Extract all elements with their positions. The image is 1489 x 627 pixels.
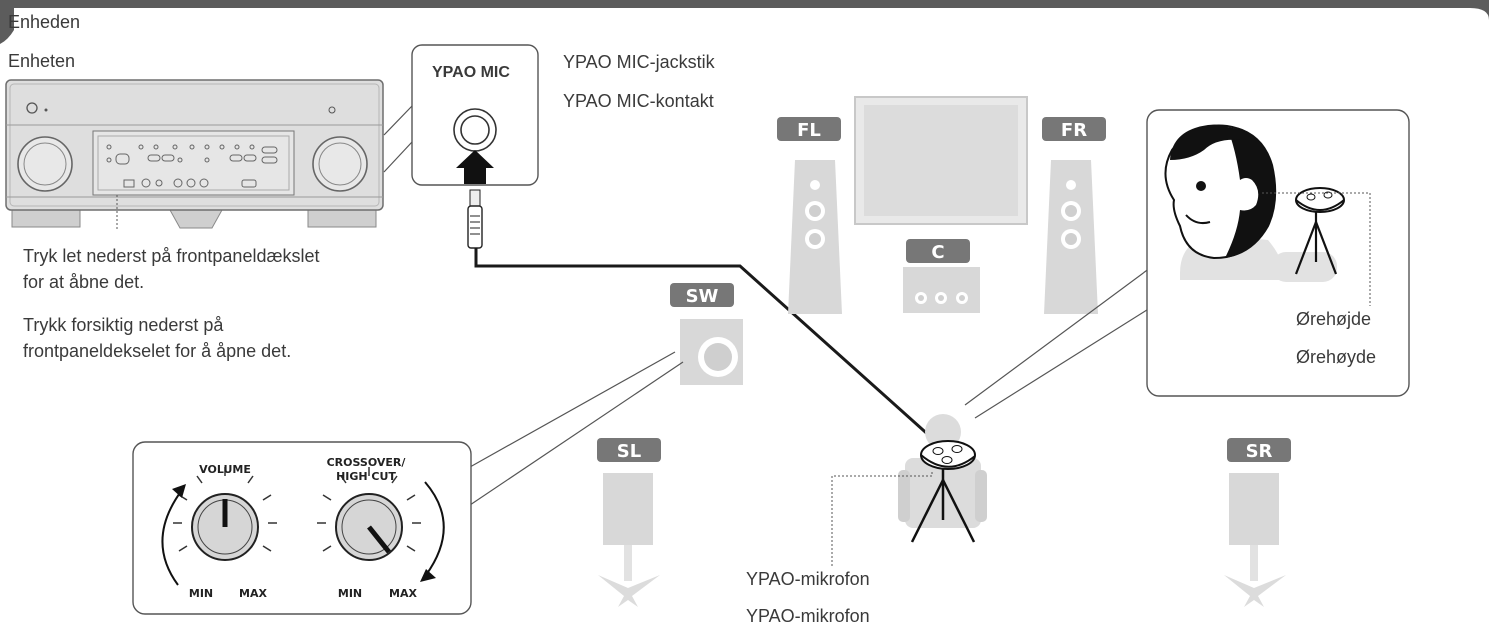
jack-title: YPAO MIC <box>432 64 510 81</box>
panel-note-norwegian-line2: frontpaneldekselet for å åpne det. <box>23 341 292 361</box>
speaker-c <box>903 267 980 313</box>
jack-callout <box>383 44 539 186</box>
crossover-min-label: MIN <box>338 587 362 600</box>
badge-sw-label: SW <box>686 286 719 307</box>
header-bar <box>0 0 1489 44</box>
mic-plug <box>467 189 483 249</box>
speaker-sl <box>598 473 660 607</box>
arrow-icon <box>456 150 494 184</box>
arrow-icon <box>420 569 436 582</box>
badge-fr-label: FR <box>1061 120 1087 141</box>
panel-note-danish-line1: Tryk let nederst på frontpaneldækslet <box>23 246 320 266</box>
unit-label-norwegian: Enheten <box>8 51 76 71</box>
arrow-icon <box>172 484 186 498</box>
ear-height-callout <box>964 109 1410 419</box>
speaker-fr <box>1044 160 1098 314</box>
badge-sl <box>597 438 661 462</box>
speaker-sw <box>680 319 743 385</box>
mic-cable <box>474 248 944 449</box>
panel-note-norwegian-line1: Trykk forsiktig nederst på <box>23 315 224 335</box>
badge-sw <box>670 283 734 307</box>
panel-note-danish-line2: for at åbne det. <box>23 272 145 292</box>
volume-dial <box>161 467 277 586</box>
badge-fl <box>777 117 841 141</box>
badge-c <box>906 239 970 263</box>
volume-min-label: MIN <box>189 587 213 600</box>
ypao-microphone <box>910 440 976 543</box>
crossover-max-label: MAX <box>389 587 417 600</box>
av-receiver <box>5 79 384 230</box>
ear-height-danish: Ørehøjde <box>1296 309 1372 329</box>
mic-leader-line <box>831 472 933 566</box>
volume-label: VOLUME <box>199 463 251 476</box>
badge-sr <box>1227 438 1291 462</box>
badge-fl-label: FL <box>797 120 821 141</box>
badge-sl-label: SL <box>617 441 641 462</box>
crossover-dial <box>317 467 445 582</box>
crossover-label-line1: CROSSOVER/ <box>327 456 407 469</box>
jack-label-norwegian: YPAO MIC-kontakt <box>563 91 714 111</box>
crossover-label-line2: HIGH CUT <box>336 470 396 483</box>
badge-fr <box>1042 117 1106 141</box>
speaker-fl <box>788 160 842 314</box>
volume-knob <box>312 136 368 192</box>
badge-c-label: C <box>931 242 944 263</box>
tv <box>854 96 1028 225</box>
volume-max-label: MAX <box>239 587 267 600</box>
unit-label-danish: Enheden <box>8 12 81 32</box>
front-panel-door <box>92 130 295 196</box>
power-icon <box>26 102 38 114</box>
speaker-badges <box>597 117 1291 462</box>
badge-sr-label: SR <box>1246 441 1273 462</box>
speaker-sr <box>1224 473 1286 607</box>
microphone-label-norwegian: YPAO-mikrofon <box>746 606 870 626</box>
jack-label-danish: YPAO MIC-jackstik <box>563 52 715 72</box>
input-knob <box>17 136 73 192</box>
ear-height-norwegian: Ørehøyde <box>1296 347 1377 367</box>
eye-icon <box>1196 181 1206 191</box>
microphone-label-danish: YPAO-mikrofon <box>746 569 870 589</box>
subwoofer-controls-callout <box>132 351 684 615</box>
